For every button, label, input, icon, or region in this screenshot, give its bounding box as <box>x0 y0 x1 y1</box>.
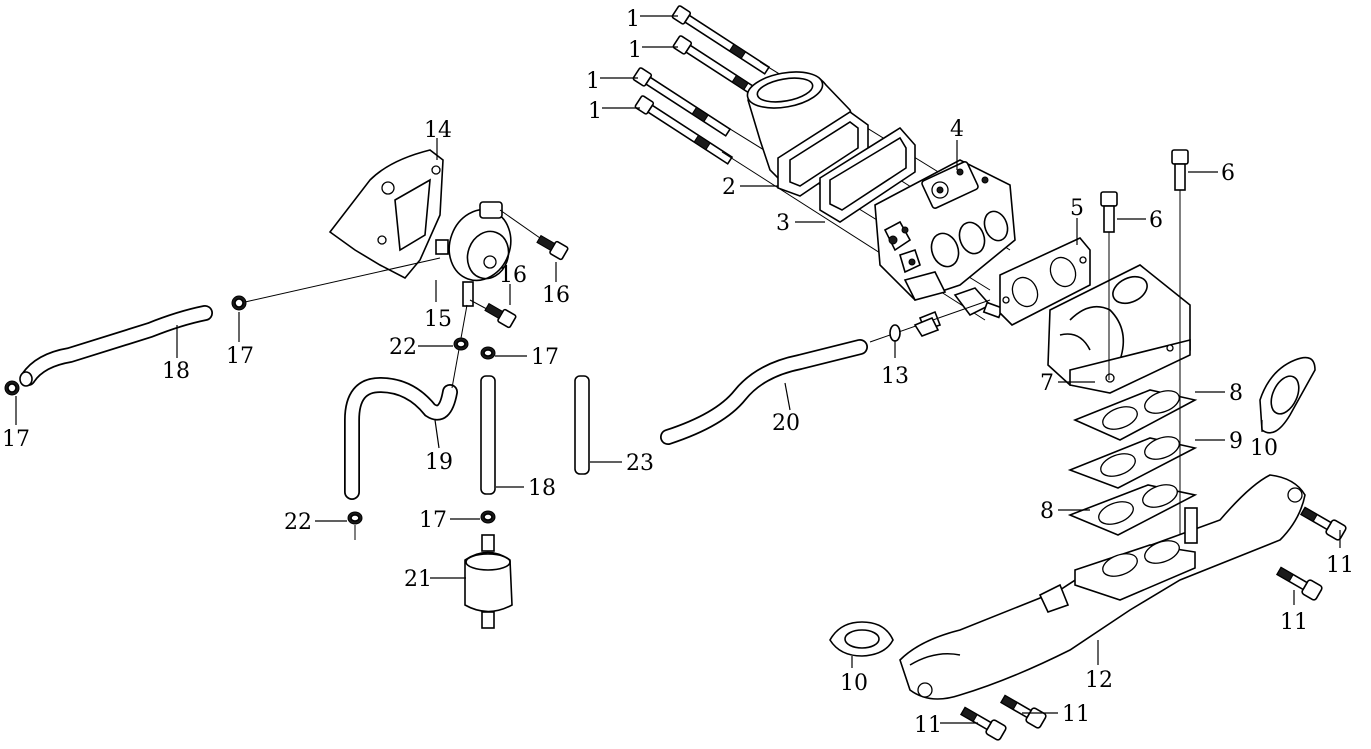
callout-22b: 22 <box>284 510 312 535</box>
callout-21: 21 <box>404 567 432 592</box>
callout-7: 7 <box>1040 371 1054 396</box>
callout-8b: 8 <box>1040 499 1054 524</box>
leader-lines <box>15 15 1341 724</box>
callout-11c: 11 <box>914 713 942 738</box>
callout-16b: 16 <box>542 283 570 308</box>
gasket-stack <box>1067 389 1198 536</box>
callout-17b: 17 <box>2 427 30 452</box>
callout-18b: 18 <box>528 476 556 501</box>
callout-20: 20 <box>772 411 800 436</box>
exhaust-gaskets <box>829 356 1316 657</box>
hose-clamps <box>4 295 496 540</box>
exhaust-manifold <box>899 474 1306 700</box>
intake-elbow <box>746 71 869 197</box>
callout-17d: 17 <box>419 508 447 533</box>
t-fitting <box>889 316 940 342</box>
long-bolts <box>632 5 1011 321</box>
pump-bolts <box>484 234 569 329</box>
callout-1d: 1 <box>588 99 602 124</box>
fuel-filter <box>464 534 513 629</box>
callout-19: 19 <box>425 450 453 475</box>
callout-10a: 10 <box>1250 436 1278 461</box>
callout-10b: 10 <box>840 671 868 696</box>
carburetor <box>874 159 1016 331</box>
callout-11d: 11 <box>1062 702 1090 727</box>
callout-17c: 17 <box>531 345 559 370</box>
gasket-5 <box>999 237 1091 326</box>
callout-17a: 17 <box>226 344 254 369</box>
callout-11b: 11 <box>1280 610 1308 635</box>
callout-4: 4 <box>950 117 964 142</box>
exhaust-bolts <box>959 506 1347 741</box>
callout-16a: 16 <box>499 263 527 288</box>
callout-18a: 18 <box>162 359 190 384</box>
callout-1c: 1 <box>586 69 600 94</box>
callout-13: 13 <box>881 364 909 389</box>
callout-15: 15 <box>424 307 452 332</box>
callout-5: 5 <box>1070 196 1084 221</box>
callout-12: 12 <box>1085 668 1113 693</box>
callout-11a: 11 <box>1326 553 1354 578</box>
callout-8a: 8 <box>1229 381 1243 406</box>
callout-3: 3 <box>776 211 790 236</box>
callout-14: 14 <box>424 118 452 143</box>
callout-labels: 1 1 1 1 2 3 4 5 6 6 7 8 8 9 10 10 11 11 … <box>2 7 1354 738</box>
vertical-studs <box>1100 149 1189 545</box>
callout-6b: 6 <box>1221 161 1235 186</box>
callout-23: 23 <box>626 451 654 476</box>
callout-1a: 1 <box>626 7 640 32</box>
callout-22a: 22 <box>389 335 417 360</box>
callout-1b: 1 <box>628 38 642 63</box>
fuel-pump-assembly <box>328 149 551 316</box>
gasket-3 <box>819 126 916 223</box>
intake-manifold <box>1047 264 1191 394</box>
callout-9: 9 <box>1229 429 1243 454</box>
fuel-hoses <box>19 257 991 500</box>
callout-2: 2 <box>722 175 736 200</box>
callout-6a: 6 <box>1149 208 1163 233</box>
